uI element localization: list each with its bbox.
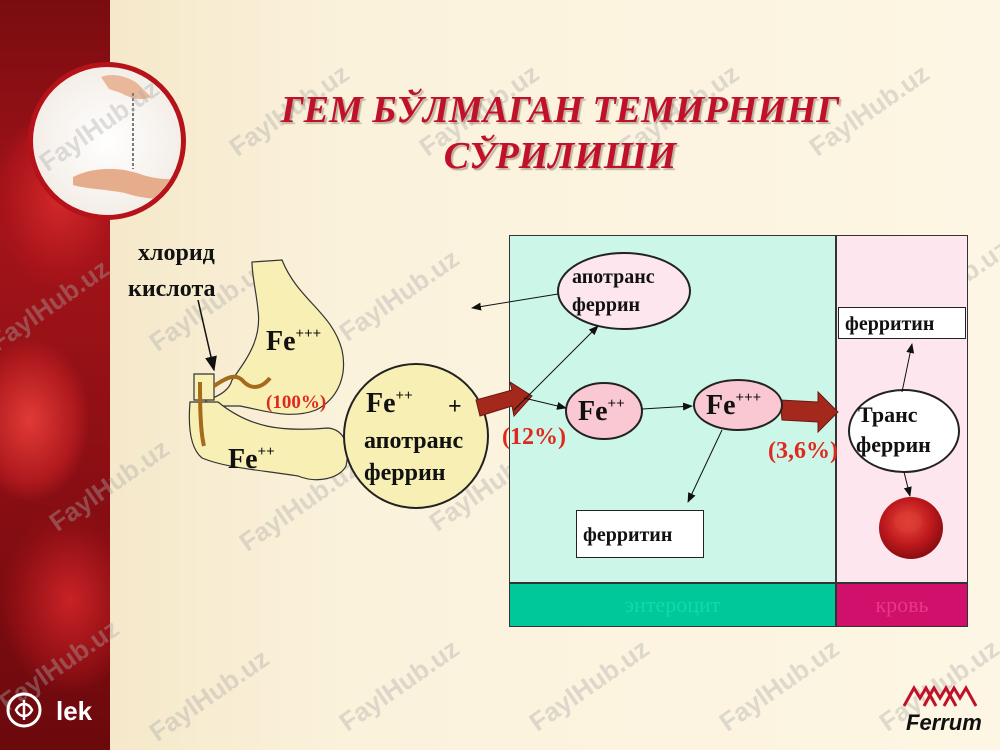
enterocyte-ferritin-box: ферритин [576,510,704,558]
stomach-fe2: Fe++ [228,444,275,475]
arrow-to-blood [779,390,839,434]
apotransferrin-ellipse [557,252,691,330]
ferrum-logo-icon [902,685,978,707]
apotransferrin-line-2: феррин [572,294,641,316]
blood-ferritin-box: ферритин [838,307,966,339]
transferrin-line-1: Транс [858,402,918,427]
lumen-fe2: Fe++ [366,388,413,419]
stomach-fe3: Fe+++ [266,326,322,357]
lumen-apotransferrin-line-2: апотранс [364,428,464,454]
blood-band [836,583,968,627]
stomach-shape [188,259,349,481]
lek-logo-icon [6,692,42,728]
transferrin-line-2: феррин [856,432,931,457]
lumen-plus: + [448,394,462,420]
lek-logo: lek [4,690,108,732]
blood-percent: (3,6%) [768,438,838,464]
hand-icon [73,75,181,200]
ferrum-logo-text: Ferrum [906,710,982,735]
title-line-2: СЎРИЛИШИ [443,135,677,177]
acid-label-line-2: кислота [128,276,216,302]
lumen-complex-circle [343,363,489,509]
enterocyte-percent: (12%) [502,424,566,450]
apotransferrin-line-1: апотранс [572,266,655,288]
fe2-ellipse [565,382,643,440]
lumen-apotransferrin-line-3: феррин [364,460,446,486]
arrow-to-enterocyte [475,380,533,418]
lek-logo-text: lek [56,696,93,726]
ferrum-logo: Ferrum [896,684,986,740]
blood-label: кровь [875,592,929,617]
enterocyte-fe2: Fe++ [578,396,625,427]
stomach-percent: (100%) [266,392,327,413]
hand-photo-circle [28,62,186,220]
enterocyte-fe3: Fe+++ [706,390,762,421]
acid-label-line-1: хлорид [138,240,215,266]
title-line-1: ГЕМ БЎЛМАГАН ТЕМИРНИНГ [280,89,840,131]
enterocyte-label: энтероцит [624,592,721,617]
fe3-ellipse [693,379,783,431]
enterocyte-band [509,583,836,627]
